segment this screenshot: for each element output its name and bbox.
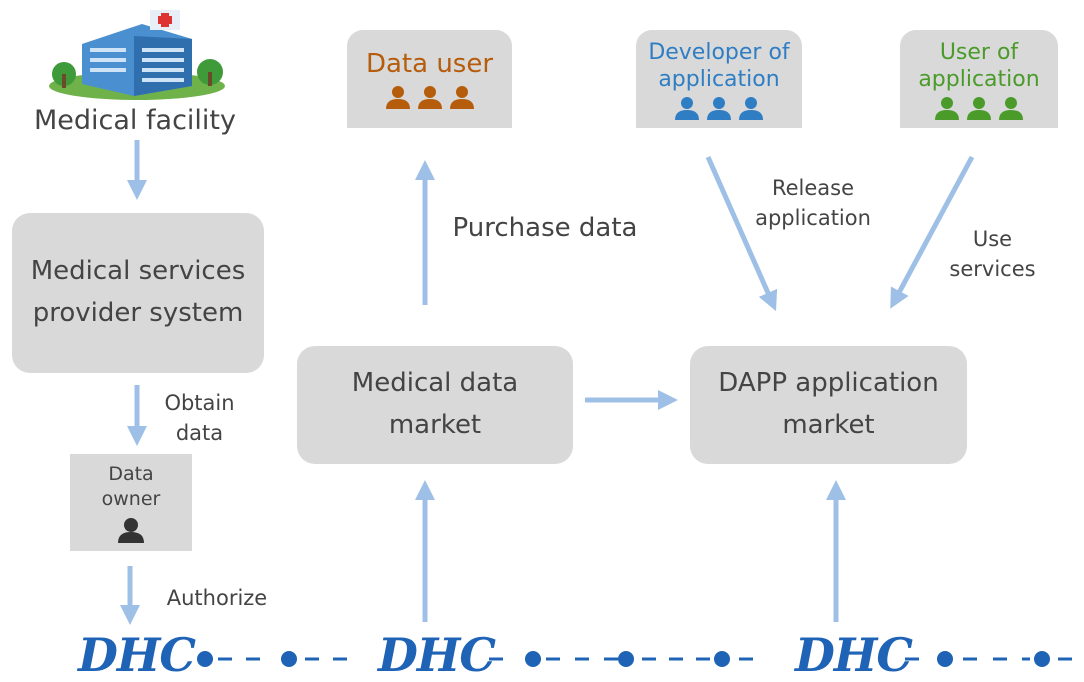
developer-box: Developer of application bbox=[636, 30, 802, 128]
provider-system-label: Medical services provider system bbox=[30, 256, 246, 328]
app-user-box: User of application bbox=[900, 30, 1058, 128]
dhc-node-2: DHC bbox=[378, 628, 496, 682]
use-services-label: Use services bbox=[949, 227, 1036, 282]
hospital-icon bbox=[42, 4, 232, 104]
app-user-people-icon bbox=[933, 96, 1025, 120]
medical-data-market-label: Medical data market bbox=[351, 368, 519, 440]
medical-data-market-box: Medical data market bbox=[297, 346, 573, 464]
dhc-node-1: DHC bbox=[78, 628, 196, 682]
data-user-label: Data user bbox=[365, 49, 494, 79]
app-user-label: User of application bbox=[918, 39, 1040, 93]
medical-facility-label: Medical facility bbox=[34, 105, 236, 136]
obtain-data-label: Obtain data bbox=[164, 391, 235, 446]
data-user-box: Data user bbox=[347, 30, 512, 128]
data-owner-label: Data owner bbox=[101, 462, 161, 510]
release-application-label: Release application bbox=[755, 176, 871, 231]
purchase-data-label: Purchase data bbox=[452, 213, 638, 243]
dapp-market-label: DAPP application market bbox=[718, 368, 939, 440]
data-owner-box: Data owner bbox=[70, 454, 192, 551]
dapp-market-box: DAPP application market bbox=[690, 346, 967, 464]
chain-nodes bbox=[197, 651, 1050, 667]
dhc-node-3: DHC bbox=[795, 628, 913, 682]
provider-system-box: Medical services provider system bbox=[12, 213, 264, 373]
authorize-label: Authorize bbox=[166, 586, 268, 610]
developer-label: Developer of application bbox=[648, 39, 790, 93]
data-user-people-icon bbox=[384, 85, 476, 109]
person-icon bbox=[118, 518, 144, 544]
developer-people-icon bbox=[673, 96, 765, 120]
